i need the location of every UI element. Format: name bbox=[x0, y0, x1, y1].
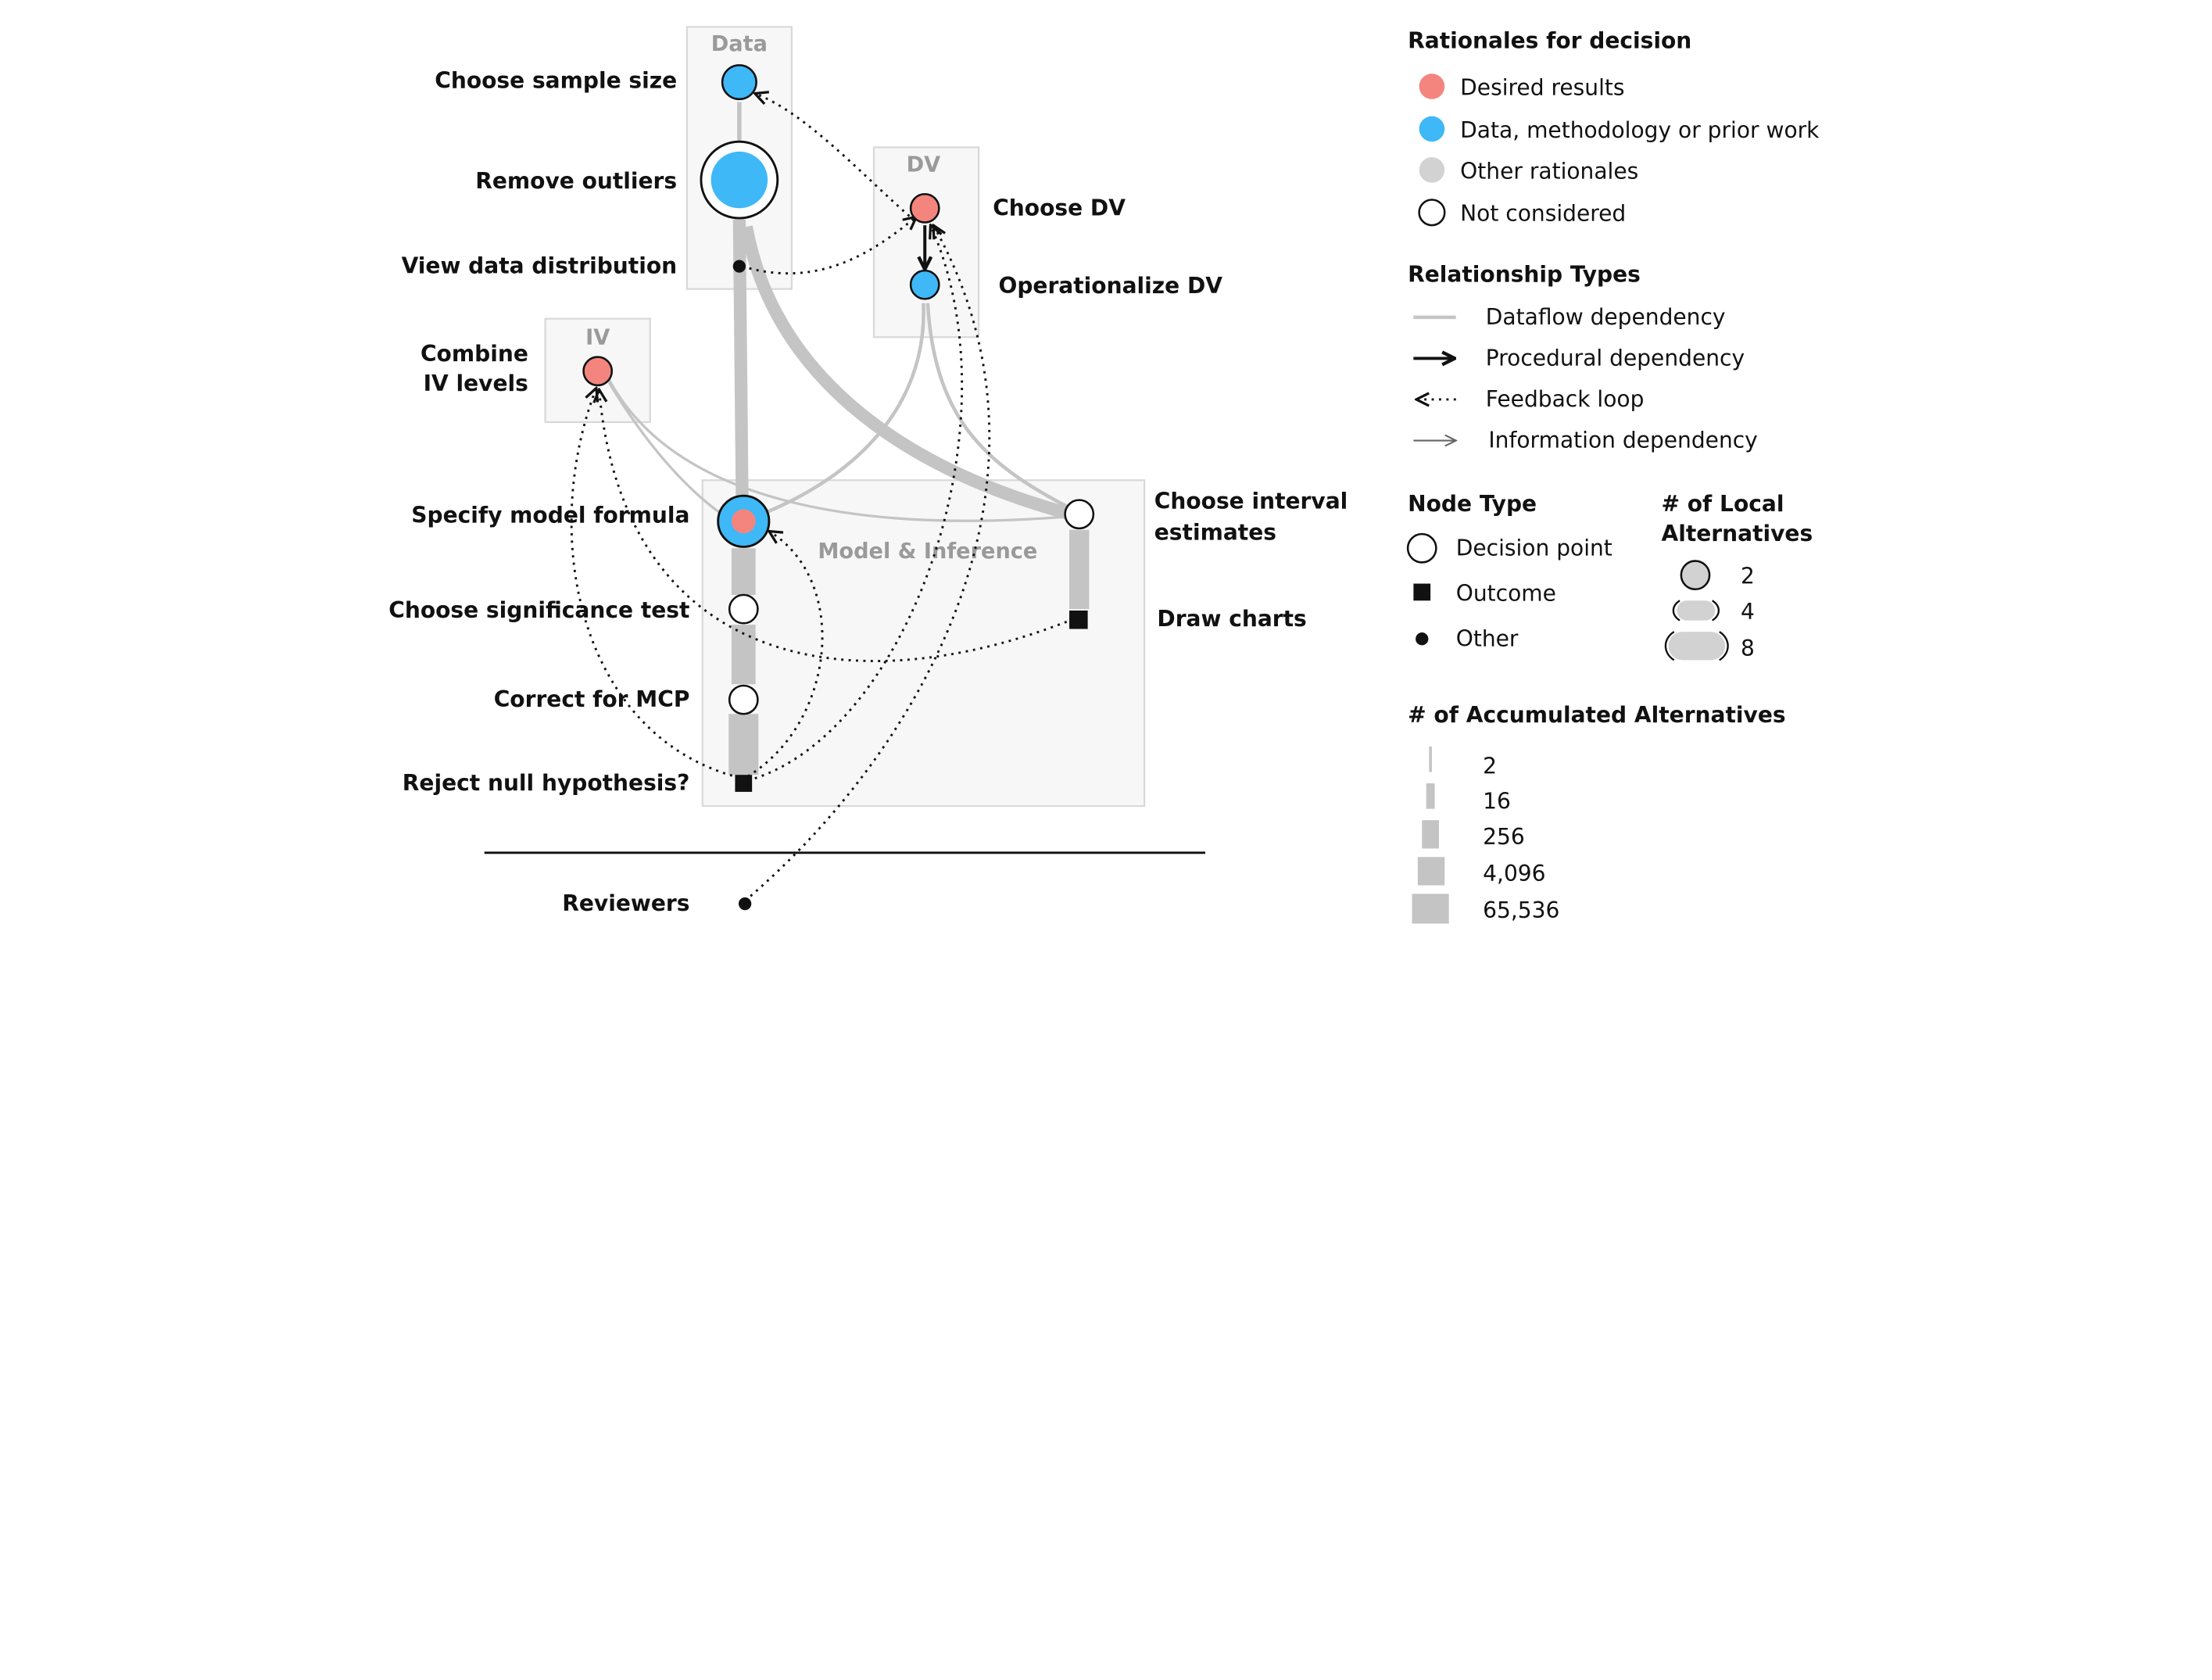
label-choose-sample-size: Choose sample size bbox=[435, 67, 677, 93]
legend-data-methodology-swatch bbox=[1419, 116, 1445, 142]
legend-relationships-title: Relationship Types bbox=[1408, 262, 1641, 288]
label-specify-model-formula: Specify model formula bbox=[411, 503, 689, 528]
legend-local-alt-title-1: # of Local bbox=[1661, 491, 1784, 517]
legend: Rationales for decision Desired results … bbox=[1406, 28, 1820, 924]
legend-outcome-label: Outcome bbox=[1456, 580, 1556, 606]
label-view-data-distribution: View data distribution bbox=[402, 253, 678, 279]
legend-dataflow-label: Dataflow dependency bbox=[1486, 304, 1726, 330]
label-reject-null-hypothesis: Reject null hypothesis? bbox=[403, 770, 690, 796]
loop-reviewers-to-dv bbox=[744, 225, 991, 902]
node-reject-null-hypothesis[interactable] bbox=[735, 775, 753, 792]
model-group-label: Model & Inference bbox=[818, 539, 1037, 564]
label-choose-dv: Choose DV bbox=[993, 195, 1126, 220]
loop-reject-to-model bbox=[746, 532, 824, 778]
legend-other-swatch bbox=[1416, 632, 1429, 646]
legend-local-alt-2-label: 2 bbox=[1741, 564, 1755, 589]
legend-other-rationales-swatch bbox=[1419, 157, 1445, 183]
legend-local-alt-8-label: 8 bbox=[1741, 636, 1755, 661]
legend-other-label: Other bbox=[1456, 625, 1519, 651]
legend-accumulated-title: # of Accumulated Alternatives bbox=[1408, 702, 1785, 728]
node-view-data-distribution[interactable] bbox=[732, 260, 746, 273]
label-operationalize-dv: Operationalize DV bbox=[998, 273, 1222, 299]
legend-local-alt-8-swatch bbox=[1668, 632, 1726, 661]
decision-graph-figure: Data DV IV Model & Inference bbox=[388, 26, 1820, 924]
node-choose-significance-test[interactable] bbox=[728, 593, 759, 625]
label-draw-charts: Draw charts bbox=[1157, 606, 1306, 632]
label-choose-interval-estimates-2: estimates bbox=[1154, 519, 1276, 545]
node-operationalize-dv[interactable] bbox=[909, 269, 940, 300]
dataflow-edges bbox=[607, 102, 1090, 776]
legend-decision-point-swatch bbox=[1406, 532, 1437, 564]
legend-local-alt-title-2: Alternatives bbox=[1661, 521, 1813, 546]
label-correct-for-mcp: Correct for MCP bbox=[494, 686, 690, 712]
legend-rationales-title: Rationales for decision bbox=[1408, 28, 1691, 54]
label-choose-significance-test: Choose significance test bbox=[388, 597, 689, 623]
label-choose-interval-estimates-1: Choose interval bbox=[1154, 489, 1348, 514]
edge-iv-to-interval bbox=[607, 378, 1063, 522]
edge-iv-to-model bbox=[607, 381, 729, 520]
node-specify-model-formula-inner bbox=[731, 509, 756, 534]
legend-not-considered-label: Not considered bbox=[1460, 201, 1626, 227]
node-correct-for-mcp[interactable] bbox=[728, 684, 759, 715]
node-choose-sample-size[interactable] bbox=[721, 64, 757, 101]
legend-information-label: Information dependency bbox=[1488, 428, 1757, 453]
legend-accum-4096-swatch bbox=[1417, 857, 1445, 886]
label-reviewers: Reviewers bbox=[562, 890, 689, 916]
legend-accum-2-swatch bbox=[1429, 746, 1432, 772]
legend-accum-65536-swatch bbox=[1412, 894, 1449, 924]
data-group-label: Data bbox=[711, 32, 768, 56]
node-choose-interval-estimates[interactable] bbox=[1064, 499, 1095, 530]
legend-desired-results-swatch bbox=[1419, 73, 1445, 99]
legend-local-alt-8-bracket-l bbox=[1664, 631, 1675, 661]
legend-accum-256-swatch bbox=[1422, 820, 1439, 849]
legend-accum-2-label: 2 bbox=[1483, 753, 1497, 779]
legend-local-alt-4-swatch bbox=[1677, 600, 1716, 621]
legend-local-alt-2-swatch bbox=[1680, 560, 1711, 591]
legend-not-considered-swatch bbox=[1418, 199, 1446, 227]
edge-opdv-to-interval bbox=[925, 303, 1075, 512]
legend-decision-point-label: Decision point bbox=[1456, 535, 1612, 561]
edge-outliers-to-interval bbox=[739, 225, 1079, 522]
node-combine-iv-levels[interactable] bbox=[582, 356, 614, 387]
loop-view-to-choose-dv bbox=[742, 217, 916, 275]
legend-other-rationales-label: Other rationales bbox=[1460, 158, 1638, 184]
loop-reject-to-dv bbox=[747, 225, 963, 782]
legend-feedback-label: Feedback loop bbox=[1486, 386, 1645, 412]
legend-local-alt-4-bracket-r bbox=[1712, 600, 1720, 621]
node-reviewers[interactable] bbox=[738, 897, 752, 911]
loop-reject-to-iv bbox=[570, 388, 740, 779]
legend-local-alt-4-bracket-l bbox=[1672, 600, 1680, 621]
legend-procedural-label: Procedural dependency bbox=[1486, 345, 1745, 371]
legend-accum-16-swatch bbox=[1426, 783, 1435, 809]
legend-desired-results-label: Desired results bbox=[1460, 74, 1624, 100]
label-combine-iv-levels-2: IV levels bbox=[424, 371, 528, 396]
legend-local-alt-8-bracket-r bbox=[1719, 631, 1729, 661]
iv-group-label: IV bbox=[585, 325, 610, 349]
label-combine-iv-levels-1: Combine bbox=[421, 341, 528, 367]
legend-local-alt-4-label: 4 bbox=[1741, 599, 1755, 625]
feedback-loops bbox=[570, 94, 1075, 902]
label-remove-outliers: Remove outliers bbox=[475, 168, 677, 194]
dv-group-label: DV bbox=[907, 152, 941, 177]
legend-accum-4096-label: 4,096 bbox=[1483, 861, 1545, 887]
legend-accum-16-label: 16 bbox=[1483, 789, 1511, 815]
legend-data-methodology-label: Data, methodology or prior work bbox=[1460, 117, 1820, 143]
node-choose-dv[interactable] bbox=[909, 192, 940, 224]
legend-node-type-title: Node Type bbox=[1408, 491, 1537, 517]
legend-accum-65536-label: 65,536 bbox=[1483, 897, 1559, 923]
legend-outcome-swatch bbox=[1413, 583, 1431, 601]
legend-accum-256-label: 256 bbox=[1483, 824, 1525, 850]
node-draw-charts[interactable] bbox=[1069, 610, 1088, 629]
node-remove-outliers-fill bbox=[710, 151, 768, 209]
